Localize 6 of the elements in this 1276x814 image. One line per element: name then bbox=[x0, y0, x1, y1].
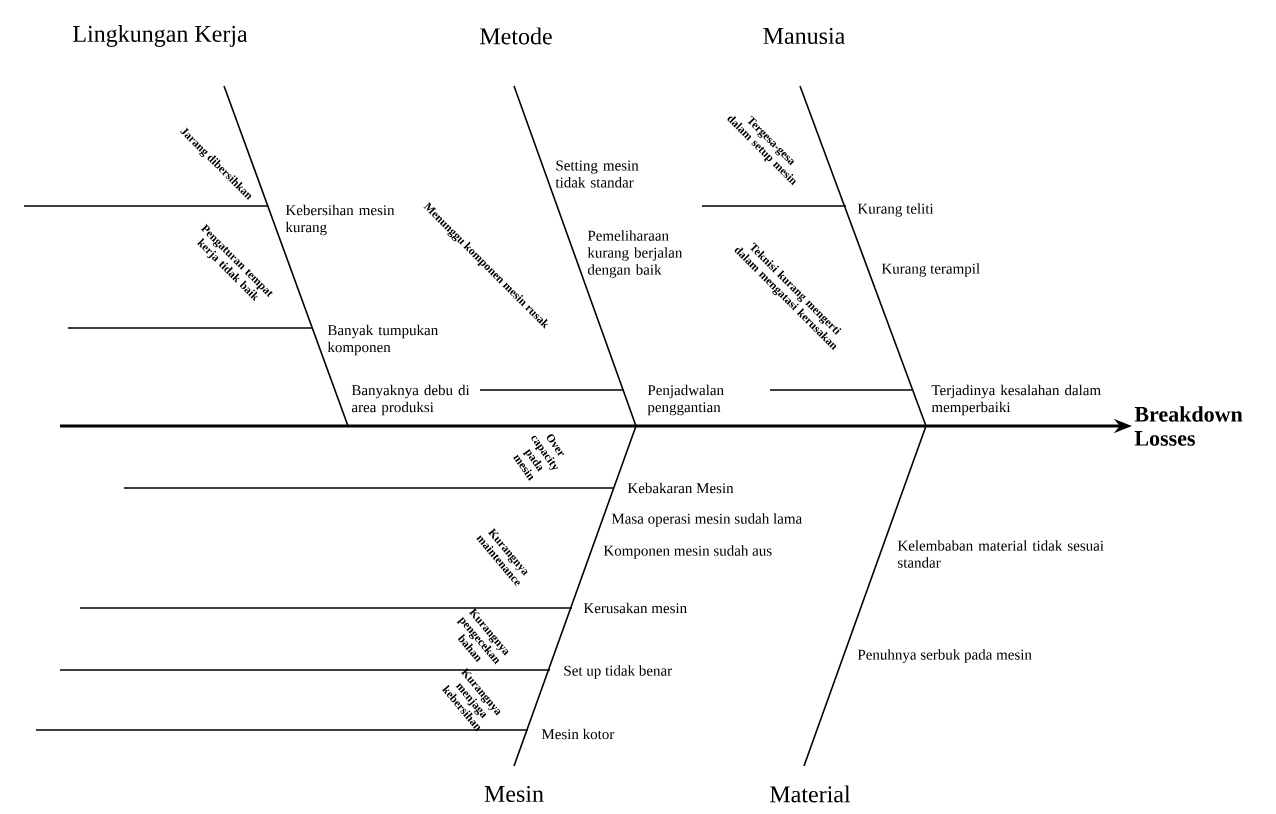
category-label: Manusia bbox=[763, 27, 845, 45]
category-label: Material bbox=[770, 785, 851, 803]
category-label: Lingkungan Kerja bbox=[73, 25, 248, 47]
effect-text: Breakdown Losses bbox=[1134, 406, 1243, 446]
category-label: Mesin bbox=[484, 785, 544, 802]
category-label: Metode bbox=[480, 27, 552, 45]
